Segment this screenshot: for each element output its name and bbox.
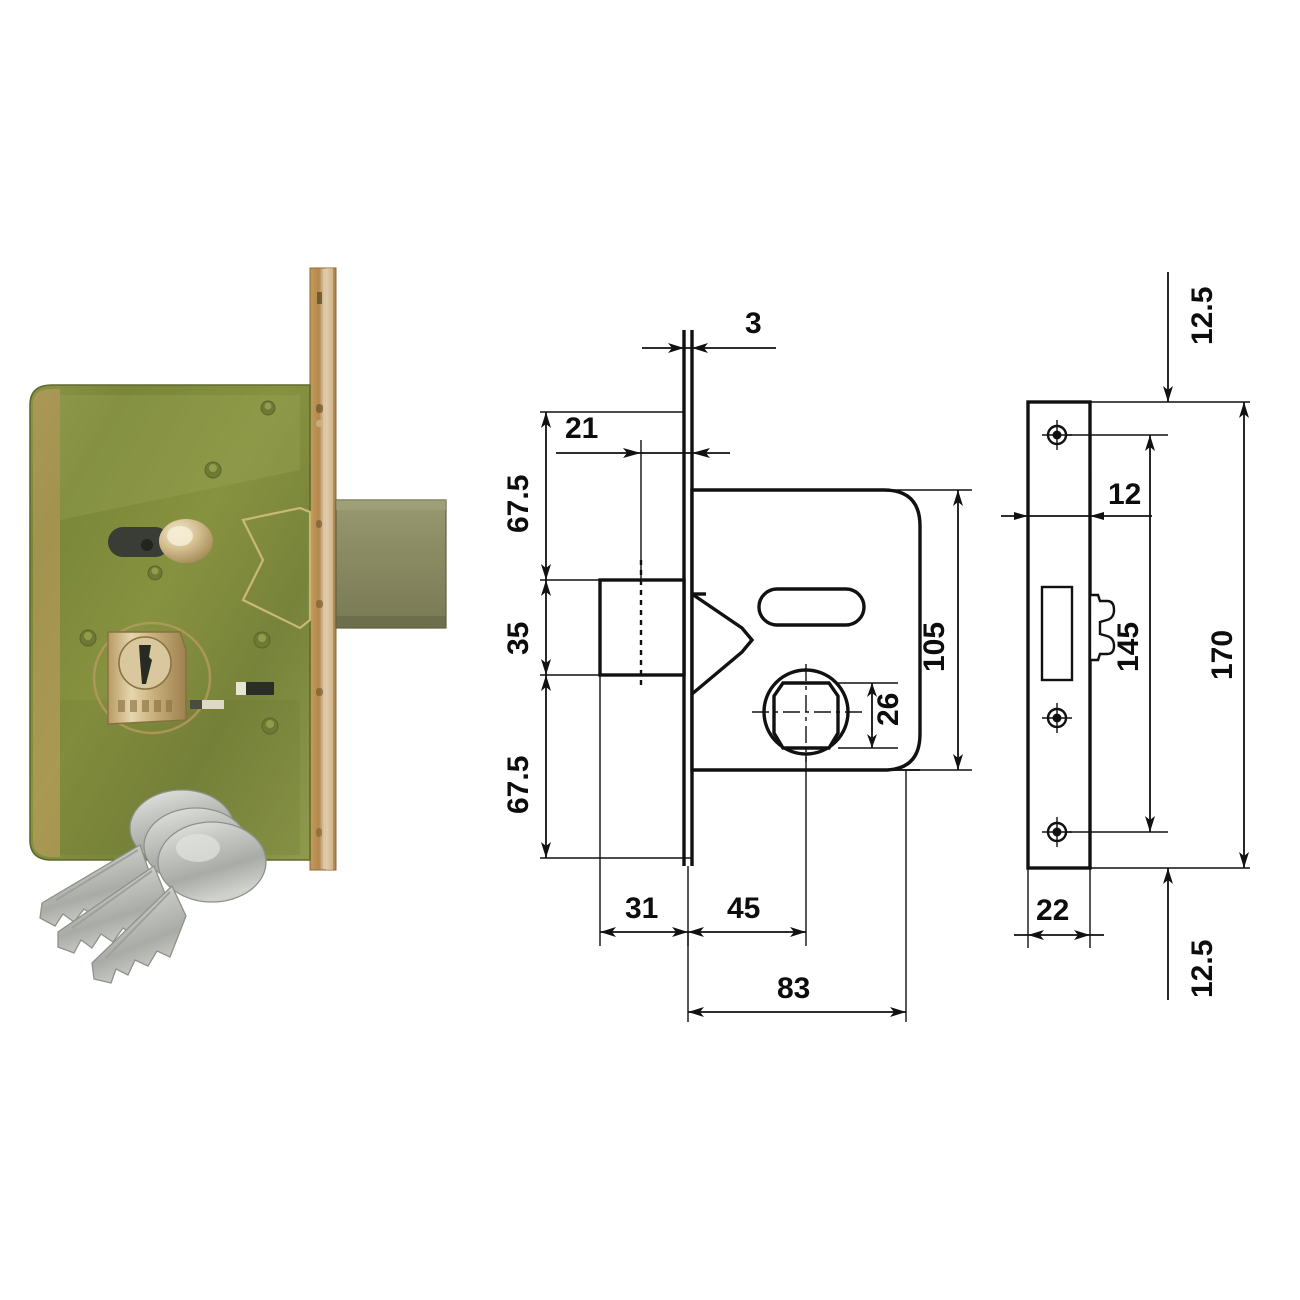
photo-faceplate bbox=[309, 267, 337, 871]
screw-hole-top bbox=[1042, 420, 1072, 450]
dim-label-bolt-height: 35 bbox=[502, 622, 535, 655]
dim-83: 83 bbox=[687, 770, 907, 1022]
dim-label-faceplate-length: 170 bbox=[1206, 630, 1239, 680]
dim-label-upper-height: 67.5 bbox=[502, 475, 535, 533]
dim-label-screw-centres: 145 bbox=[1112, 622, 1145, 672]
dim-label-faceplate-thickness: 3 bbox=[745, 307, 762, 340]
dim-label-overall-depth: 83 bbox=[777, 972, 810, 1005]
photo-lock-case bbox=[29, 384, 312, 861]
dim-vertical-chain: 67.5 35 67.5 bbox=[502, 411, 692, 859]
dim-label-keyhole-offset: 12 bbox=[1108, 478, 1141, 511]
dim-105: 105 bbox=[884, 489, 972, 771]
lock-photograph bbox=[29, 267, 447, 984]
dim-label-lower-height: 67.5 bbox=[502, 756, 535, 814]
dim-12: 12 bbox=[1001, 470, 1152, 620]
key-item bbox=[91, 821, 267, 984]
photo-cylinder bbox=[92, 621, 212, 735]
dim-22: 22 bbox=[1014, 868, 1104, 948]
cylinder-profile bbox=[752, 664, 862, 762]
photo-deadbolt bbox=[335, 499, 447, 629]
dim-label-faceplate-width: 22 bbox=[1036, 894, 1069, 927]
dim-21: 21 bbox=[556, 412, 730, 580]
side-view-group: 26 3 21 bbox=[502, 307, 972, 1022]
dim-label-case-height: 105 bbox=[918, 622, 951, 672]
dim-bottom-chain: 31 45 bbox=[599, 675, 807, 946]
screw-hole-middle bbox=[1042, 703, 1072, 733]
front-view-group: 12.5 12 145 bbox=[1001, 272, 1250, 1000]
dim-145: 145 bbox=[1066, 434, 1168, 833]
dim-label-bolt-projection: 31 bbox=[625, 892, 658, 925]
dim-3: 3 bbox=[642, 307, 776, 400]
dim-label-bottom-screw-offset: 12.5 bbox=[1186, 940, 1219, 998]
photo-keys bbox=[39, 789, 267, 984]
dim-170: 170 bbox=[1090, 402, 1250, 869]
dim-label-backset: 45 bbox=[727, 892, 760, 925]
dim-label-top-screw-offset: 12.5 bbox=[1186, 287, 1219, 345]
dim-bottom-12-5: 12.5 bbox=[1163, 868, 1219, 1000]
dim-top-12-5: 12.5 bbox=[1090, 272, 1250, 403]
dim-label-bolt-throw: 21 bbox=[565, 412, 598, 445]
dim-26: 26 bbox=[838, 682, 905, 749]
dim-label-cylinder-diameter: 26 bbox=[872, 693, 905, 726]
